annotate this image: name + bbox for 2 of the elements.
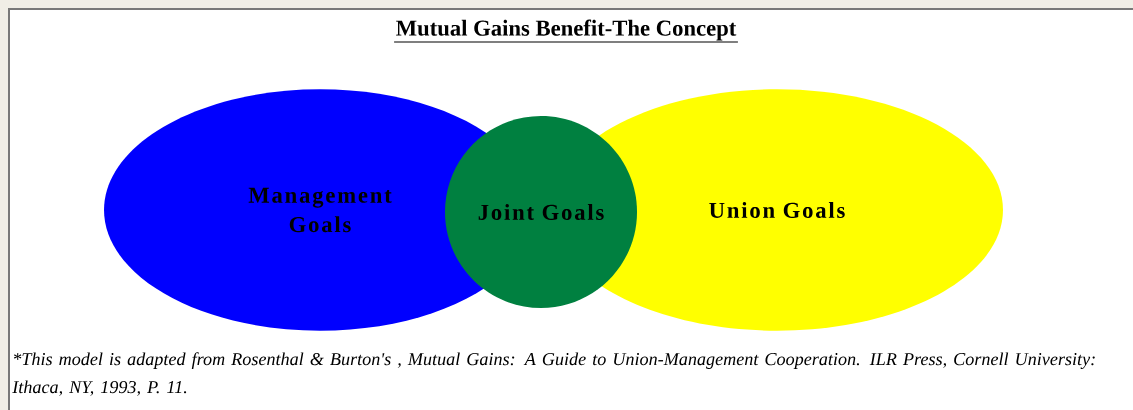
footnote: *This model is adapted from Rosenthal & Burton's , Mutual Gains: A Guide to Union-Management Cooperation. ILR Press, Cornell University: Ithaca, NY, 1993, P. 11. [12, 352, 1095, 396]
title: Mutual Gains Benefit-The Concept [393, 19, 739, 43]
